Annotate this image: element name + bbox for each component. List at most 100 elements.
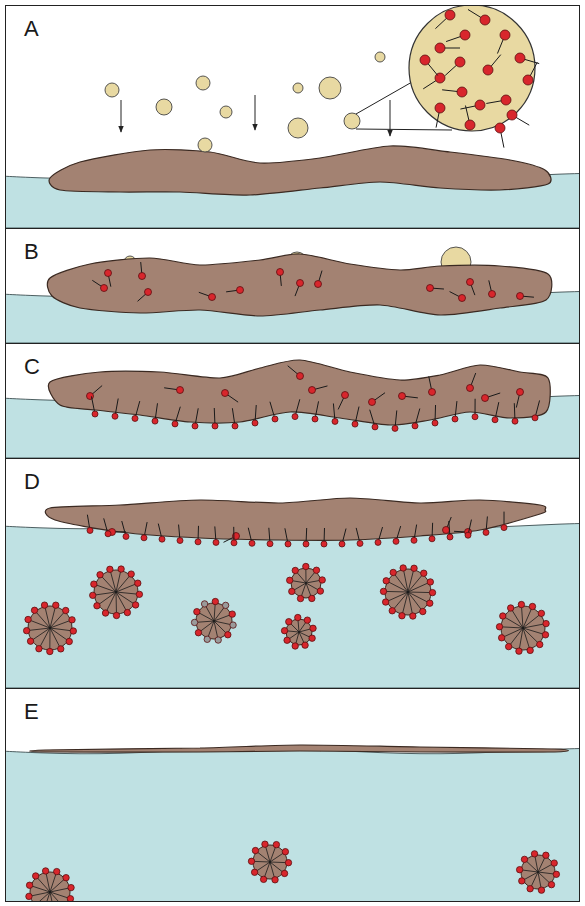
droplet-body [521, 855, 555, 889]
surfactant-head [501, 95, 511, 105]
surfactant-head [281, 870, 287, 876]
surfactant-head [519, 878, 525, 884]
surfactant-head [516, 866, 522, 872]
surfactant-head [303, 563, 309, 569]
illustration-panel: E [5, 688, 580, 902]
surfactant-head [248, 858, 254, 864]
surfactant-head [319, 577, 325, 583]
surfactant-head [538, 887, 544, 893]
surfactant-head [459, 295, 466, 302]
surfactant-head [215, 637, 221, 643]
surfactant-head [482, 395, 489, 402]
surfactant-head [287, 577, 293, 583]
oil-slick [48, 360, 550, 425]
surfactant-head [136, 591, 142, 597]
surfactant-head [457, 87, 467, 97]
surfactant-head [309, 595, 315, 601]
surfactant-tail [298, 620, 300, 632]
dispersant-droplet [196, 76, 210, 90]
illustration-panel: C [5, 343, 580, 459]
surfactant-head [177, 538, 183, 544]
surfactant-head [286, 619, 292, 625]
surfactant-head [230, 622, 236, 628]
falling-arrow [121, 100, 122, 132]
surfactant-head [303, 541, 309, 547]
surfactant-head [521, 856, 527, 862]
surfactant-tail [200, 621, 214, 631]
surfactant-tail [111, 572, 116, 592]
surfactant-tail [197, 621, 214, 622]
droplet-body [28, 606, 72, 650]
surfactant-head [543, 620, 549, 626]
surfactant-tail [50, 879, 64, 892]
dispersant-droplet [156, 99, 172, 115]
surfactant-head [517, 389, 524, 396]
surfactant-head [411, 565, 417, 571]
surfactant-head [332, 418, 338, 424]
droplet-body [196, 603, 232, 639]
dispersant-droplet [198, 138, 212, 152]
oil-slick [29, 745, 568, 752]
surfactant-head [54, 868, 60, 874]
surfactant-head [531, 851, 537, 857]
surfactant-tail [206, 606, 214, 621]
surfactant-tail [538, 864, 552, 872]
illustration-panel: B [5, 228, 580, 344]
surfactant-head [297, 595, 303, 601]
surfactant-head [251, 869, 257, 875]
surfactant-head [41, 602, 47, 608]
dispersed-droplet [281, 614, 316, 649]
surfactant-head [489, 291, 496, 298]
panel-c-art [5, 360, 580, 458]
surfactant-tail [50, 888, 69, 892]
surfactant-head [483, 529, 489, 535]
surfactant-head [297, 373, 304, 380]
surfactant-head [505, 643, 511, 649]
surfactant-head [447, 534, 453, 540]
surfactant-head [58, 646, 64, 652]
droplet-body [291, 568, 321, 598]
droplet-body [30, 872, 70, 902]
surfactant-tail [270, 862, 274, 877]
surfactant-head [97, 572, 103, 578]
surfactant-head [432, 420, 438, 426]
surfactant-head [465, 532, 471, 538]
panel-letter: A [24, 16, 39, 42]
surfactant-head [267, 541, 273, 547]
surfactant-head [304, 617, 310, 623]
surfactant-head [342, 392, 349, 399]
surfactant-head [411, 537, 417, 543]
dispersed-droplet [516, 851, 559, 894]
surfactant-head [222, 390, 229, 397]
dispersant-droplet [344, 113, 360, 129]
surfactant-head [537, 641, 543, 647]
surfactant-tail [538, 872, 550, 883]
zoom-leader [356, 129, 452, 130]
surfactant-head [467, 385, 474, 392]
panel-letter: E [24, 699, 39, 725]
surfactant-head [313, 567, 319, 573]
surfactant-head [472, 414, 478, 420]
surfactant-head [105, 270, 112, 277]
droplet-body [385, 569, 431, 615]
surfactant-tail [270, 862, 283, 872]
surfactant-head [94, 603, 100, 609]
dispersed-droplet [248, 841, 291, 883]
surfactant-tail [404, 570, 408, 592]
droplet-body [94, 570, 138, 614]
surfactant-head [427, 285, 434, 292]
panel-letter: C [24, 354, 40, 380]
surfactant-tail [257, 852, 270, 862]
surfactant-head [252, 847, 258, 853]
dispersed-droplet [90, 566, 143, 619]
surfactant-tail [297, 572, 306, 583]
surfactant-head [400, 565, 406, 571]
surfactant-head [212, 423, 218, 429]
surfactant-tail [287, 631, 299, 632]
surfactant-head [25, 616, 31, 622]
surfactant-tail [523, 624, 544, 628]
surfactant-head [102, 610, 108, 616]
surfactant-head [177, 387, 184, 394]
